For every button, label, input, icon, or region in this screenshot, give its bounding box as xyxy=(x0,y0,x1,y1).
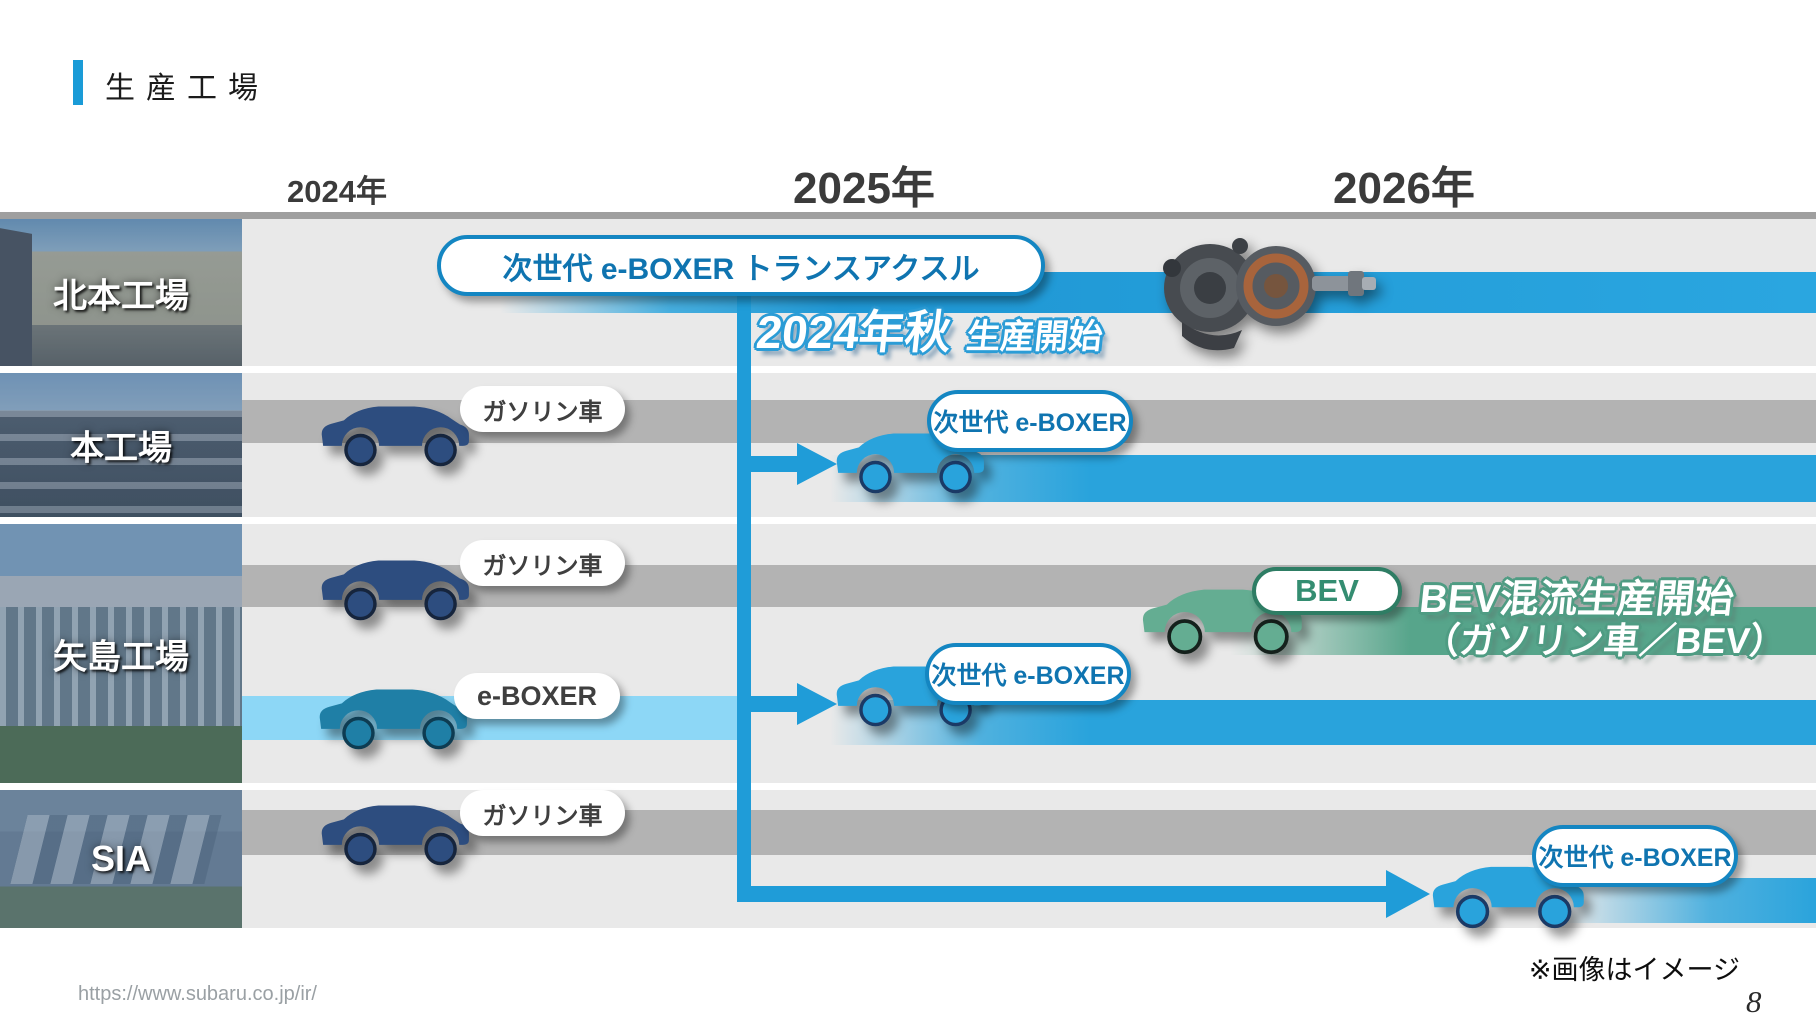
source-url: https://www.subaru.co.jp/ir/ xyxy=(78,983,317,1005)
transaxle-start-note: 2024年秋生産開始 xyxy=(754,296,1107,362)
title-accent-bar xyxy=(73,60,83,105)
nextgen-eboxer-pill-label: 次世代 e-BOXER xyxy=(931,662,1125,690)
year-header-2026: 2026年 xyxy=(1333,164,1475,213)
gasoline-car-icon xyxy=(312,392,478,468)
gasoline-pill-label: ガソリン車 xyxy=(482,552,603,580)
row-yajima: 矢島工場 ガソリン車 BEV BEV混流生産開始 （ガソリン車／BEV） e-B… xyxy=(0,524,1816,783)
eboxer-pill: e-BOXER xyxy=(454,673,620,719)
row-honkojo: 本工場 ガソリン車 次世代 e-BOXER xyxy=(0,373,1816,517)
factory-name-yajima: 矢島工場 xyxy=(53,638,189,676)
gasoline-pill: ガソリン車 xyxy=(460,386,625,432)
transaxle-pill: 次世代 e-BOXER トランスアクスル xyxy=(437,235,1045,296)
gasoline-car-icon xyxy=(312,791,478,867)
nextgen-eboxer-pill-label: 次世代 e-BOXER xyxy=(1538,844,1732,872)
nextgen-eboxer-track xyxy=(830,455,1816,502)
gasoline-pill-label: ガソリン車 xyxy=(482,398,603,426)
bev-pill-label: BEV xyxy=(1295,573,1359,608)
nextgen-eboxer-pill: 次世代 e-BOXER xyxy=(1532,825,1738,887)
gasoline-car-icon xyxy=(312,546,478,622)
year-header-2024: 2024年 xyxy=(287,174,387,209)
gasoline-pill-label: ガソリン車 xyxy=(482,802,603,830)
factory-photo-kitamoto: 北本工場 xyxy=(0,219,242,366)
factory-name-kitamoto: 北本工場 xyxy=(53,277,189,315)
row-kitamoto: 北本工場 次世代 e-BOXER トランスアクスル 2024年秋生産開始 xyxy=(0,219,1816,366)
factory-photo-yajima: 矢島工場 xyxy=(0,524,242,783)
nextgen-eboxer-pill-label: 次世代 e-BOXER xyxy=(933,409,1127,437)
nextgen-eboxer-pill: 次世代 e-BOXER xyxy=(925,643,1131,705)
eboxer-pill-label: e-BOXER xyxy=(476,680,598,711)
transaxle-pill-label: 次世代 e-BOXER トランスアクスル xyxy=(502,252,980,286)
gasoline-pill: ガソリン車 xyxy=(460,790,625,836)
gasoline-pill: ガソリン車 xyxy=(460,540,625,586)
factory-name-honkojo: 本工場 xyxy=(70,429,172,468)
branch-arrow-honkojo-arm xyxy=(751,456,799,472)
timeline-vertical-line xyxy=(737,268,751,902)
bev-production-band xyxy=(1230,607,1816,655)
page-title: 生産工場 xyxy=(105,72,269,105)
header-divider xyxy=(0,212,1816,219)
image-disclaimer: ※画像はイメージ xyxy=(1528,955,1740,985)
bev-pill: BEV xyxy=(1252,567,1402,615)
page-number: 8 xyxy=(1746,984,1762,1019)
transaxle-engine-icon xyxy=(1163,238,1376,351)
branch-arrow-sia-head xyxy=(1386,870,1430,918)
branch-arrow-yajima-arm xyxy=(751,696,799,712)
factory-name-sia: SIA xyxy=(90,838,151,879)
factory-photo-honkojo: 本工場 xyxy=(0,373,242,517)
nextgen-eboxer-track xyxy=(830,700,1816,745)
transaxle-start-label: 生産開始 xyxy=(964,318,1105,356)
factory-photo-sia: SIA xyxy=(0,790,242,928)
row-sia: SIA ガソリン車 次世代 e-BOXER xyxy=(0,790,1816,928)
eboxer-car-icon xyxy=(310,675,476,751)
nextgen-eboxer-pill: 次世代 e-BOXER xyxy=(927,390,1133,452)
branch-arrow-honkojo-head xyxy=(797,443,837,485)
branch-arrow-yajima-head xyxy=(797,683,837,725)
year-header-2025: 2025年 xyxy=(793,164,935,213)
bev-mixed-note-line2: （ガソリン車／BEV） xyxy=(1421,620,1788,661)
transaxle-start-date: 2024年秋 xyxy=(753,306,954,358)
branch-arrow-sia-arm xyxy=(751,886,1390,902)
